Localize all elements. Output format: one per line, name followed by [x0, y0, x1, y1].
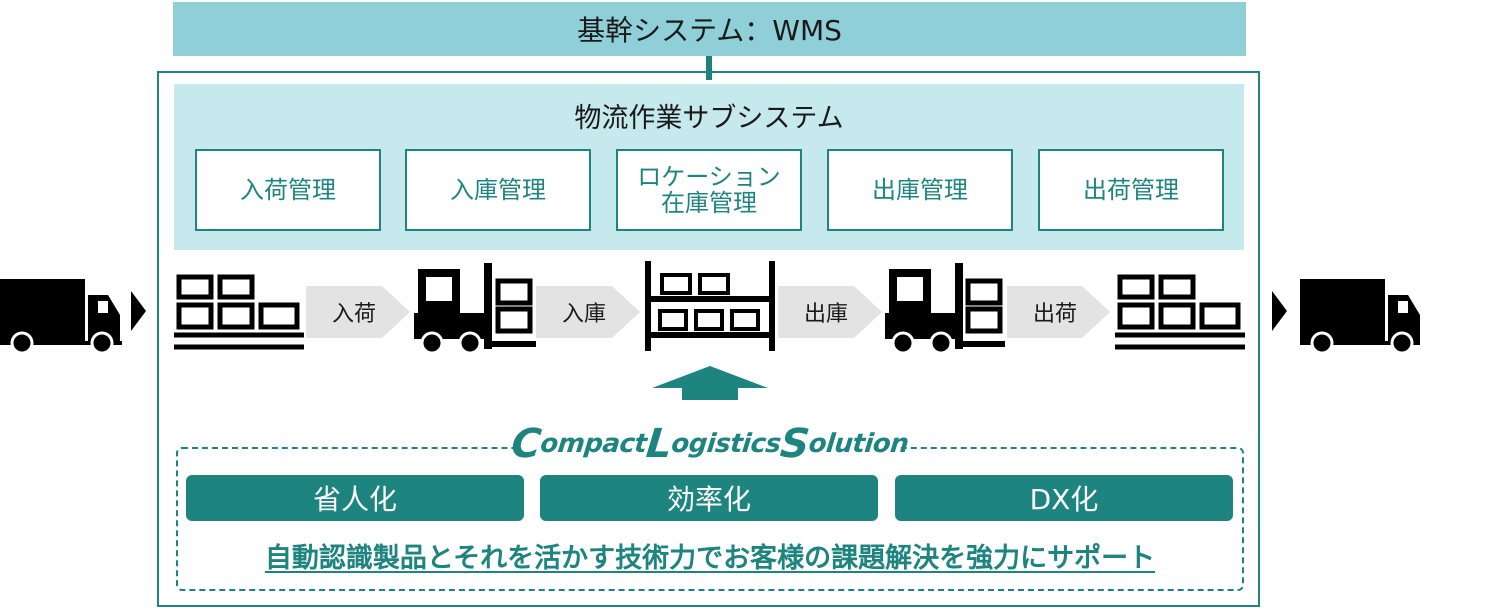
wms-label: 基幹システム：WMS [577, 14, 842, 47]
module-picking-mgmt: 出庫管理 [827, 149, 1013, 231]
wms-bar: 基幹システム：WMS [173, 2, 1246, 56]
cls-logo-word-ogistics: ogistics [669, 429, 783, 459]
subsystem-title: 物流作業サブシステム [574, 103, 844, 134]
truck-icon-left [0, 279, 146, 355]
forklift-icon-right [885, 263, 1005, 355]
truck-icon-right [1272, 279, 1420, 355]
flow-arrow-receiving [306, 286, 410, 338]
module-location-inventory-mgmt: ロケーション 在庫管理 [616, 149, 802, 231]
forklift-icon-left [414, 263, 536, 355]
flow-arrow-shipping [1007, 286, 1110, 338]
pill-labor-saving: 省人化 [186, 475, 524, 521]
cls-logo-initial-l: L [644, 421, 674, 467]
cls-logo-word-olution: olution [807, 429, 910, 459]
pallet-boxes-icon-left [174, 274, 304, 350]
pill-efficiency: 効率化 [540, 475, 878, 521]
cls-logo-word-ompact: ompact [538, 429, 649, 459]
cls-tagline: 自動認識製品とそれを活かす技術力でお客様の課題解決を強力にサポート [264, 543, 1156, 574]
pill-dx: DX化 [895, 475, 1233, 521]
flow-arrow-putaway [536, 286, 640, 338]
wms-connector [706, 56, 712, 80]
storage-rack-icon [645, 261, 775, 351]
flow-label-shipping: 出荷 [1032, 302, 1077, 327]
flow-label-putaway: 入庫 [561, 302, 606, 327]
cls-logo-initial-c: C [509, 421, 543, 467]
module-putaway-mgmt: 入庫管理 [405, 149, 591, 231]
flow-arrow-picking [778, 286, 882, 338]
support-up-arrow-icon [652, 366, 768, 400]
cls-logo-initial-s: S [778, 421, 812, 467]
system-frame [157, 71, 1260, 607]
flow-label-picking: 出庫 [803, 302, 848, 327]
flow-label-receiving: 入荷 [331, 302, 376, 327]
module-shipping-mgmt: 出荷管理 [1038, 149, 1224, 231]
flow-row [0, 261, 1420, 355]
pallet-boxes-icon-right [1115, 274, 1245, 350]
module-receiving-mgmt: 入荷管理 [195, 149, 381, 231]
